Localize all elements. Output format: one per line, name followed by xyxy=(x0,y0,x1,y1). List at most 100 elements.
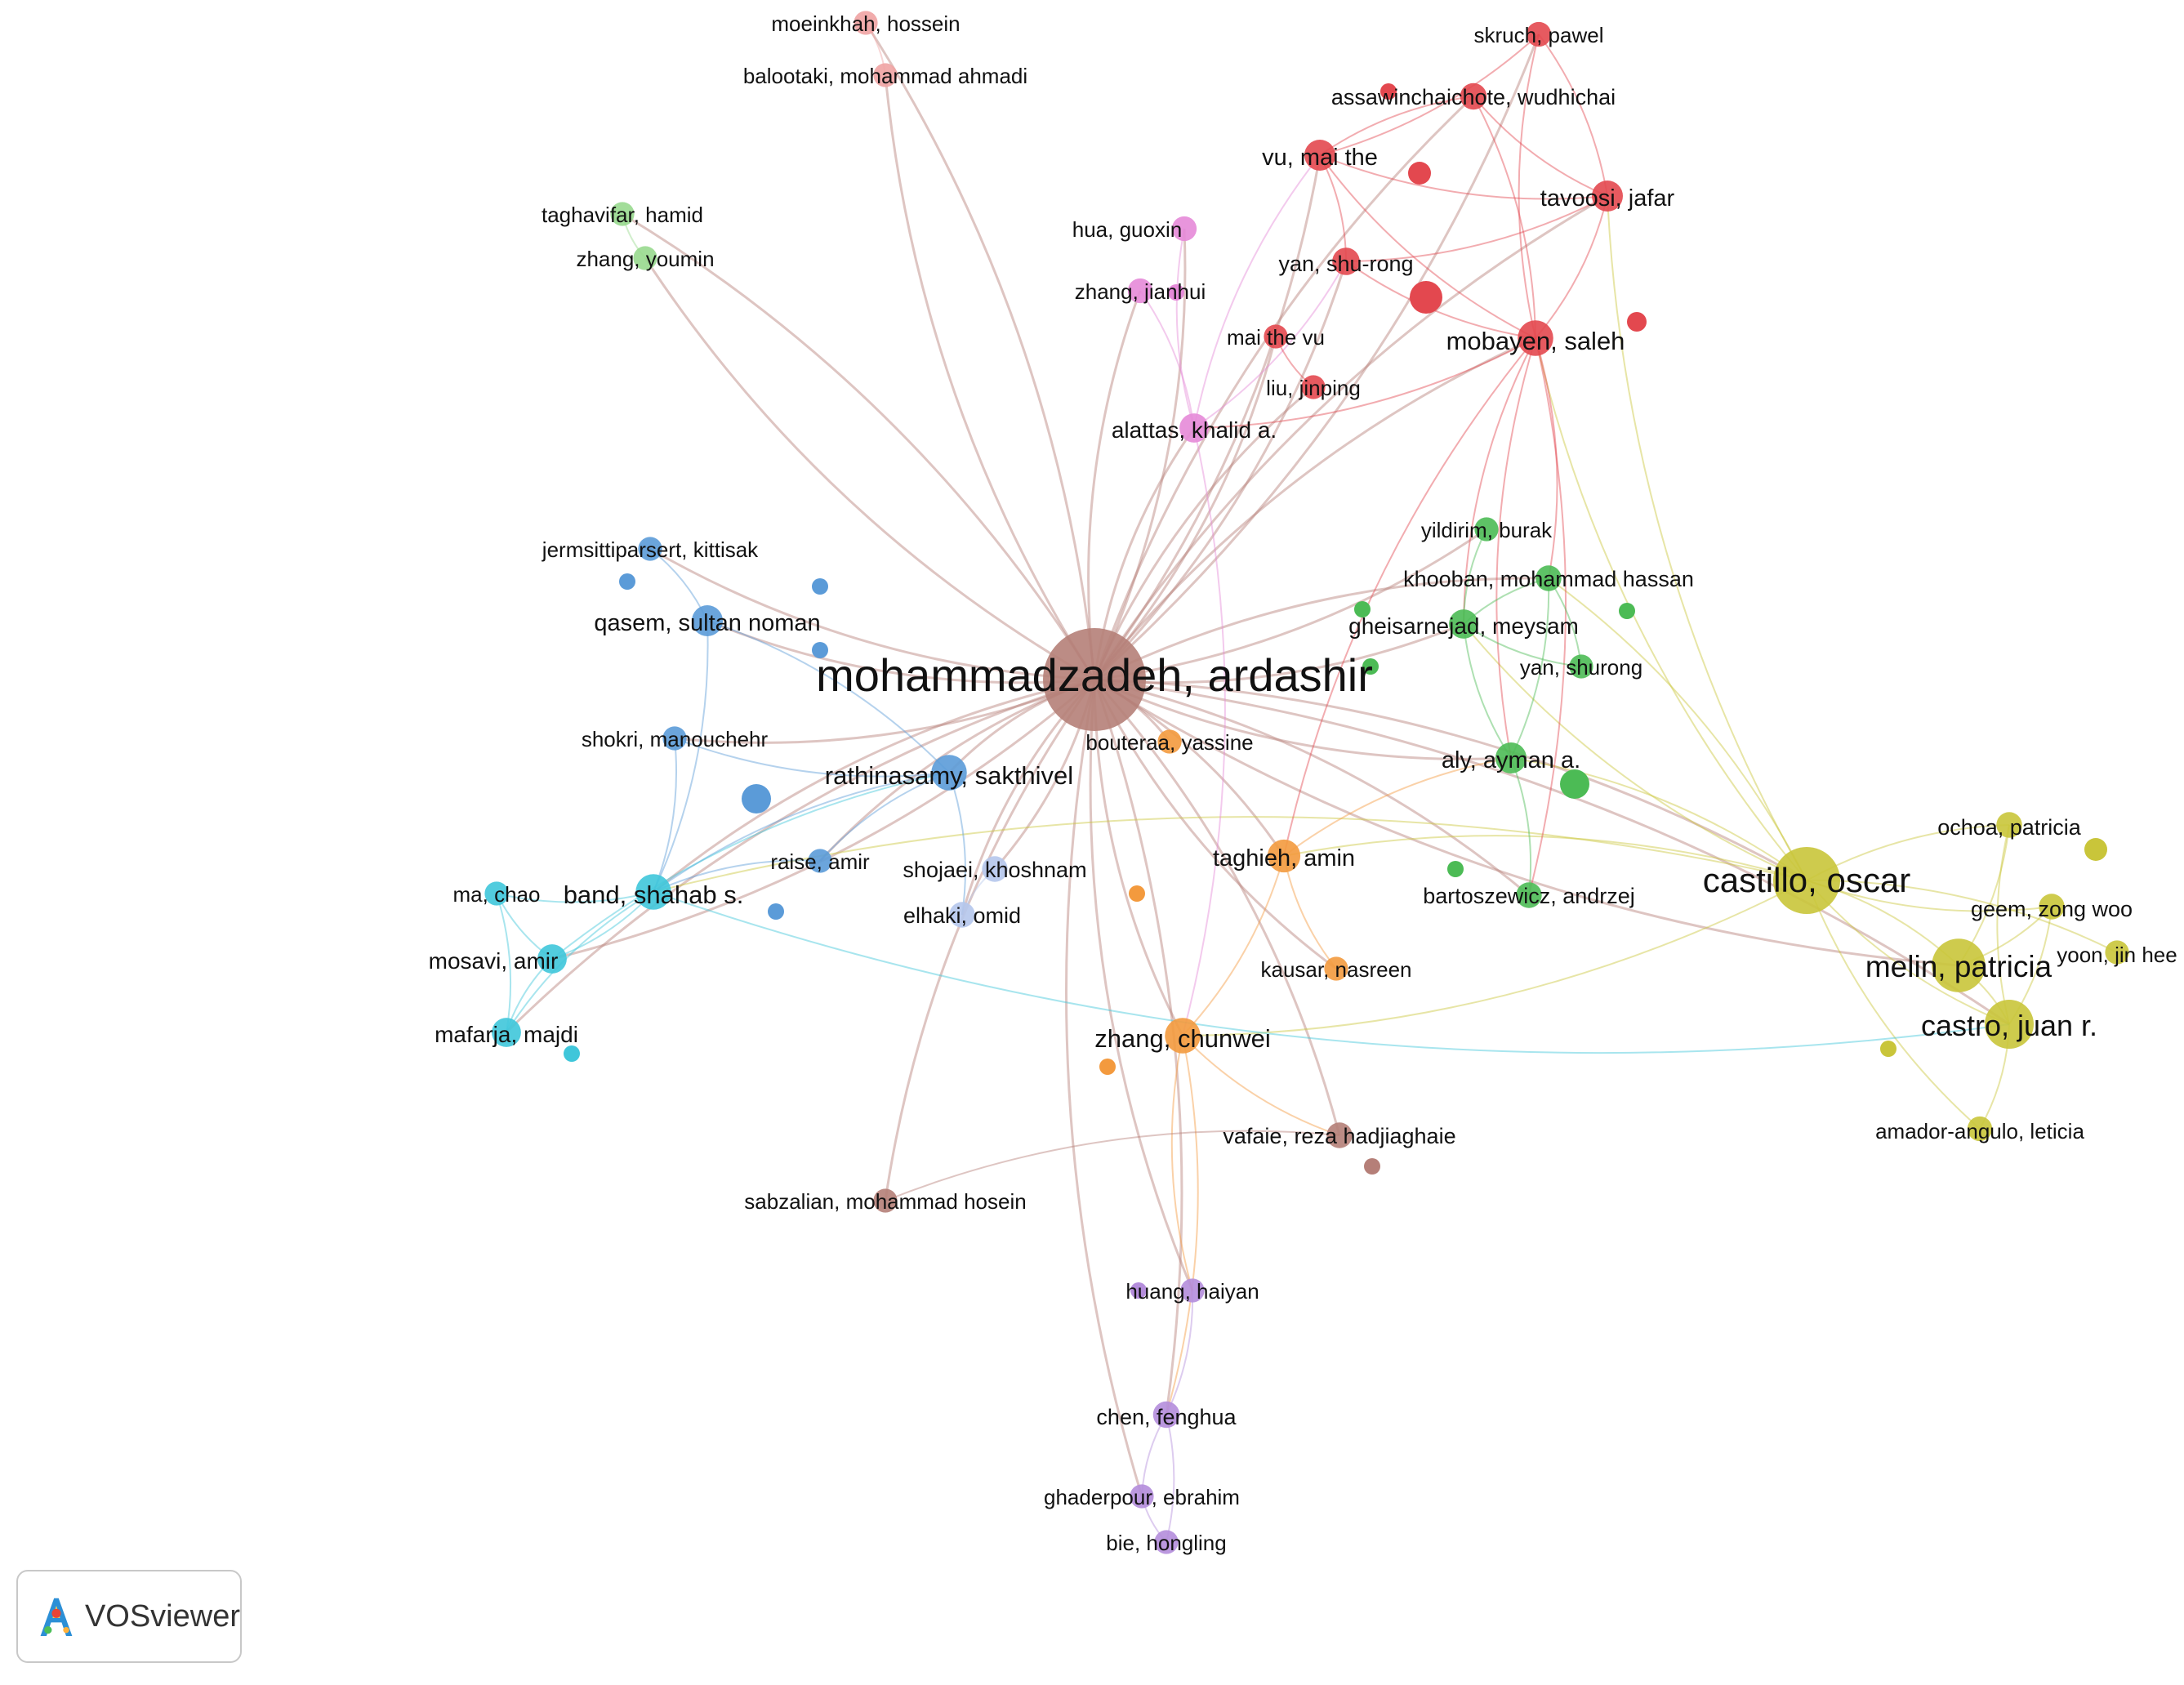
node-maithevu[interactable] xyxy=(1264,324,1288,349)
unlabeled-node[interactable] xyxy=(1880,1041,1897,1057)
unlabeled-node[interactable] xyxy=(1408,162,1431,185)
node-alattas[interactable] xyxy=(1179,413,1209,443)
unlabeled-node[interactable] xyxy=(1380,83,1397,100)
node-vu[interactable] xyxy=(1304,140,1335,171)
unlabeled-node[interactable] xyxy=(1627,312,1647,332)
node-assawinchaichote[interactable] xyxy=(1460,82,1487,110)
node-zhangyoumin[interactable] xyxy=(633,246,657,270)
edge-mohammadzadeh-kausar xyxy=(1093,679,1337,970)
edge-vu-tavoosi xyxy=(1319,154,1608,200)
node-mohammadzadeh[interactable] xyxy=(1043,628,1146,731)
node-label-elhaki: elhaki, omid xyxy=(903,903,1021,928)
node-huang[interactable] xyxy=(1180,1278,1205,1303)
edge-rathinasamy-elhaki xyxy=(948,772,966,916)
edge-yan-tavoosi xyxy=(1345,195,1608,262)
unlabeled-node[interactable] xyxy=(1130,1282,1147,1299)
unlabeled-node[interactable] xyxy=(619,573,635,590)
edge-zhangchunwei-chen xyxy=(1166,1035,1199,1415)
edge-mohammadzadeh-hua xyxy=(1093,228,1187,680)
node-castillo[interactable] xyxy=(1773,847,1840,914)
unlabeled-node[interactable] xyxy=(2084,838,2107,861)
node-jermsittiparsert[interactable] xyxy=(638,537,662,561)
node-bartoszewicz[interactable] xyxy=(1516,882,1542,908)
node-tavoosi[interactable] xyxy=(1592,181,1623,212)
unlabeled-node[interactable] xyxy=(1129,885,1145,902)
node-label-qasem: qasem, sultan noman xyxy=(594,610,820,636)
edge-rathinasamy-shokri xyxy=(674,738,950,778)
node-castro[interactable] xyxy=(1985,1000,2034,1049)
node-taghieh[interactable] xyxy=(1267,839,1301,873)
edge-tavoosi-skruch xyxy=(1538,33,1608,197)
node-geem[interactable] xyxy=(2039,894,2065,920)
node-label-band: band, shahab s. xyxy=(564,880,744,909)
node-label-taghavifar: taghavifar, hamid xyxy=(542,203,703,227)
unlabeled-node[interactable] xyxy=(1410,281,1442,314)
node-band[interactable] xyxy=(635,874,671,910)
unlabeled-node[interactable] xyxy=(768,903,784,920)
node-ochoa[interactable] xyxy=(1996,812,2022,838)
unlabeled-node[interactable] xyxy=(1168,284,1184,301)
unlabeled-node[interactable] xyxy=(1447,861,1464,877)
node-gheisarnejad[interactable] xyxy=(1449,609,1478,639)
node-label-shokri: shokri, manouchehr xyxy=(582,727,769,751)
node-melin[interactable] xyxy=(1932,938,1986,992)
node-sabzalian[interactable] xyxy=(873,1188,898,1213)
node-elhaki[interactable] xyxy=(949,902,975,928)
node-yan[interactable] xyxy=(1332,247,1360,275)
edge-mohammadzadeh-taghavifar xyxy=(622,212,1096,680)
node-qasem[interactable] xyxy=(692,605,723,636)
unlabeled-node[interactable] xyxy=(1362,658,1379,675)
node-yoon[interactable] xyxy=(2105,940,2129,965)
node-yanshurong[interactable] xyxy=(1569,654,1593,679)
node-vafaie[interactable] xyxy=(1326,1122,1353,1148)
node-raise[interactable] xyxy=(808,849,832,873)
node-machao[interactable] xyxy=(484,881,509,906)
node-moeinkhah[interactable] xyxy=(854,11,878,35)
edge-castillo-aly xyxy=(1510,757,1807,881)
unlabeled-node[interactable] xyxy=(1354,601,1371,617)
node-balootaki[interactable] xyxy=(873,63,898,87)
node-zhangjianhui[interactable] xyxy=(1127,278,1153,304)
node-label-alattas: alattas, khalid a. xyxy=(1112,417,1277,443)
unlabeled-node[interactable] xyxy=(1560,769,1589,799)
node-skruch[interactable] xyxy=(1526,21,1552,47)
node-hua[interactable] xyxy=(1171,216,1197,242)
node-ghaderpour[interactable] xyxy=(1130,1484,1154,1509)
node-label-machao: ma, chao xyxy=(453,882,541,907)
node-kausar[interactable] xyxy=(1324,956,1348,981)
edge-aly-bartoszewicz xyxy=(1510,757,1532,896)
node-shojaei[interactable] xyxy=(982,856,1008,882)
node-mobayen[interactable] xyxy=(1518,320,1553,356)
node-shokri[interactable] xyxy=(662,726,687,751)
unlabeled-node[interactable] xyxy=(812,642,828,658)
unlabeled-node[interactable] xyxy=(1619,603,1635,619)
edge-mohammadzadeh-qasem xyxy=(706,619,1095,684)
unlabeled-node[interactable] xyxy=(812,578,828,595)
unlabeled-node[interactable] xyxy=(1099,1059,1116,1075)
node-chen[interactable] xyxy=(1152,1401,1180,1429)
unlabeled-node[interactable] xyxy=(742,784,771,814)
node-khooban[interactable] xyxy=(1535,565,1562,591)
node-bie[interactable] xyxy=(1154,1530,1179,1554)
node-rathinasamy[interactable] xyxy=(931,755,967,791)
node-amador[interactable] xyxy=(1967,1116,1993,1142)
node-label-castro: castro, juan r. xyxy=(1921,1009,2097,1042)
node-mafarja[interactable] xyxy=(492,1018,521,1047)
edge-mobayen-alattas xyxy=(1193,337,1536,429)
node-zhangchunwei[interactable] xyxy=(1165,1018,1201,1054)
edge-castillo-gheisarnejad xyxy=(1463,623,1807,881)
node-aly[interactable] xyxy=(1495,742,1527,773)
node-bouteraa[interactable] xyxy=(1157,729,1182,754)
edge-qasem-band xyxy=(653,620,709,893)
node-liujinping[interactable] xyxy=(1301,375,1326,399)
edge-mohammadzadeh-zhangjianhui xyxy=(1087,290,1142,680)
unlabeled-node[interactable] xyxy=(1364,1158,1380,1175)
node-mosavi[interactable] xyxy=(537,944,567,974)
node-taghavifar[interactable] xyxy=(610,202,635,226)
edge-mohammadzadeh-assawinchaichote xyxy=(1093,95,1475,680)
node-label-vafaie: vafaie, reza hadjiaghaie xyxy=(1223,1124,1455,1148)
node-yildirim[interactable] xyxy=(1474,517,1499,542)
unlabeled-node[interactable] xyxy=(564,1045,580,1062)
node-label-gheisarnejad: gheisarnejad, meysam xyxy=(1348,613,1579,639)
